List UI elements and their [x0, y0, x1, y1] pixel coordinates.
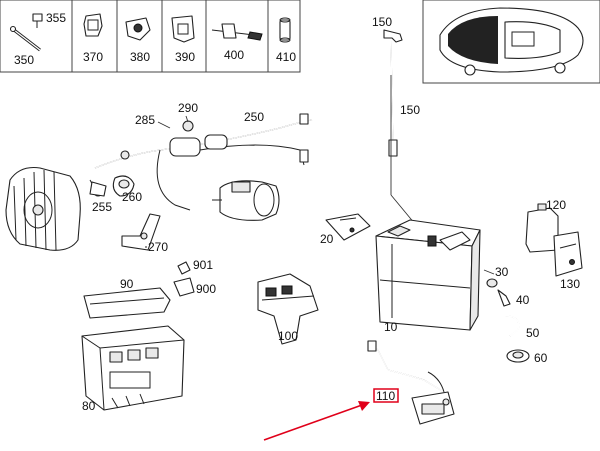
callout-50: 50: [526, 326, 540, 340]
alternator: [5, 166, 81, 251]
callout-30: 30: [495, 265, 509, 279]
callout-270: 270: [148, 240, 168, 254]
callout-390: 390: [175, 50, 195, 64]
clip-icon: [83, 13, 103, 37]
callout-370: 370: [83, 50, 103, 64]
callout-60: 60: [534, 351, 548, 365]
callout-120: 120: [546, 198, 566, 212]
bracket-clip-icon: [125, 17, 151, 41]
callout-110: 110: [376, 389, 395, 403]
callout-350: 350: [14, 53, 34, 67]
callout-900: 900: [196, 282, 216, 296]
callout-400: 400: [224, 48, 244, 62]
cable-lug: [89, 181, 107, 197]
callout-410: 410: [276, 50, 296, 64]
starter-motor: [212, 180, 280, 221]
callout-20: 20: [320, 232, 334, 246]
battery-vent-parts: [483, 269, 530, 363]
small-parts-strip: 355 350 370 380 390 400 410: [0, 0, 301, 73]
battery-cable: [383, 29, 421, 231]
fuse-box-cover: [83, 287, 171, 319]
callout-130: 130: [560, 277, 580, 291]
grommet-icon: [279, 17, 291, 43]
battery: [375, 219, 481, 331]
terminal-nut: [112, 175, 135, 197]
callout-100: 100: [278, 329, 298, 343]
callout-255: 255: [92, 200, 112, 214]
highlight-box: [373, 388, 399, 403]
engine-harness: [89, 113, 313, 211]
callout-40: 40: [516, 293, 530, 307]
callout-150: 150: [372, 15, 392, 29]
callout-250: 250: [244, 110, 264, 124]
callout-355: 355: [46, 11, 66, 25]
fuse-box: [81, 325, 185, 411]
control-module: [525, 203, 583, 277]
holder-clip-icon: [171, 15, 195, 43]
callout-260: 260: [122, 190, 142, 204]
ground-strap-icon: [9, 13, 43, 52]
mounting-bracket: [121, 213, 161, 251]
distribution-module: [257, 273, 319, 345]
arrowhead-icon: [358, 401, 370, 411]
relay-connector: [173, 261, 195, 297]
battery-sensor-cable: [367, 340, 455, 425]
leader-line: [157, 121, 171, 129]
callout-80: 80: [82, 399, 96, 413]
callout-150: 150: [400, 103, 420, 117]
callout-10: 10: [384, 320, 398, 334]
vehicle-locator-icon: [422, 0, 600, 84]
callout-285: 285: [135, 113, 155, 127]
wire-clip-icon: [211, 23, 263, 41]
callout-380: 380: [130, 50, 150, 64]
terminal-cover: [325, 213, 371, 241]
callout-290: 290: [178, 101, 198, 115]
highlight-arrow: [263, 404, 363, 441]
callout-90: 90: [120, 277, 134, 291]
leader-line: [185, 115, 189, 123]
callout-901: 901: [193, 258, 213, 272]
